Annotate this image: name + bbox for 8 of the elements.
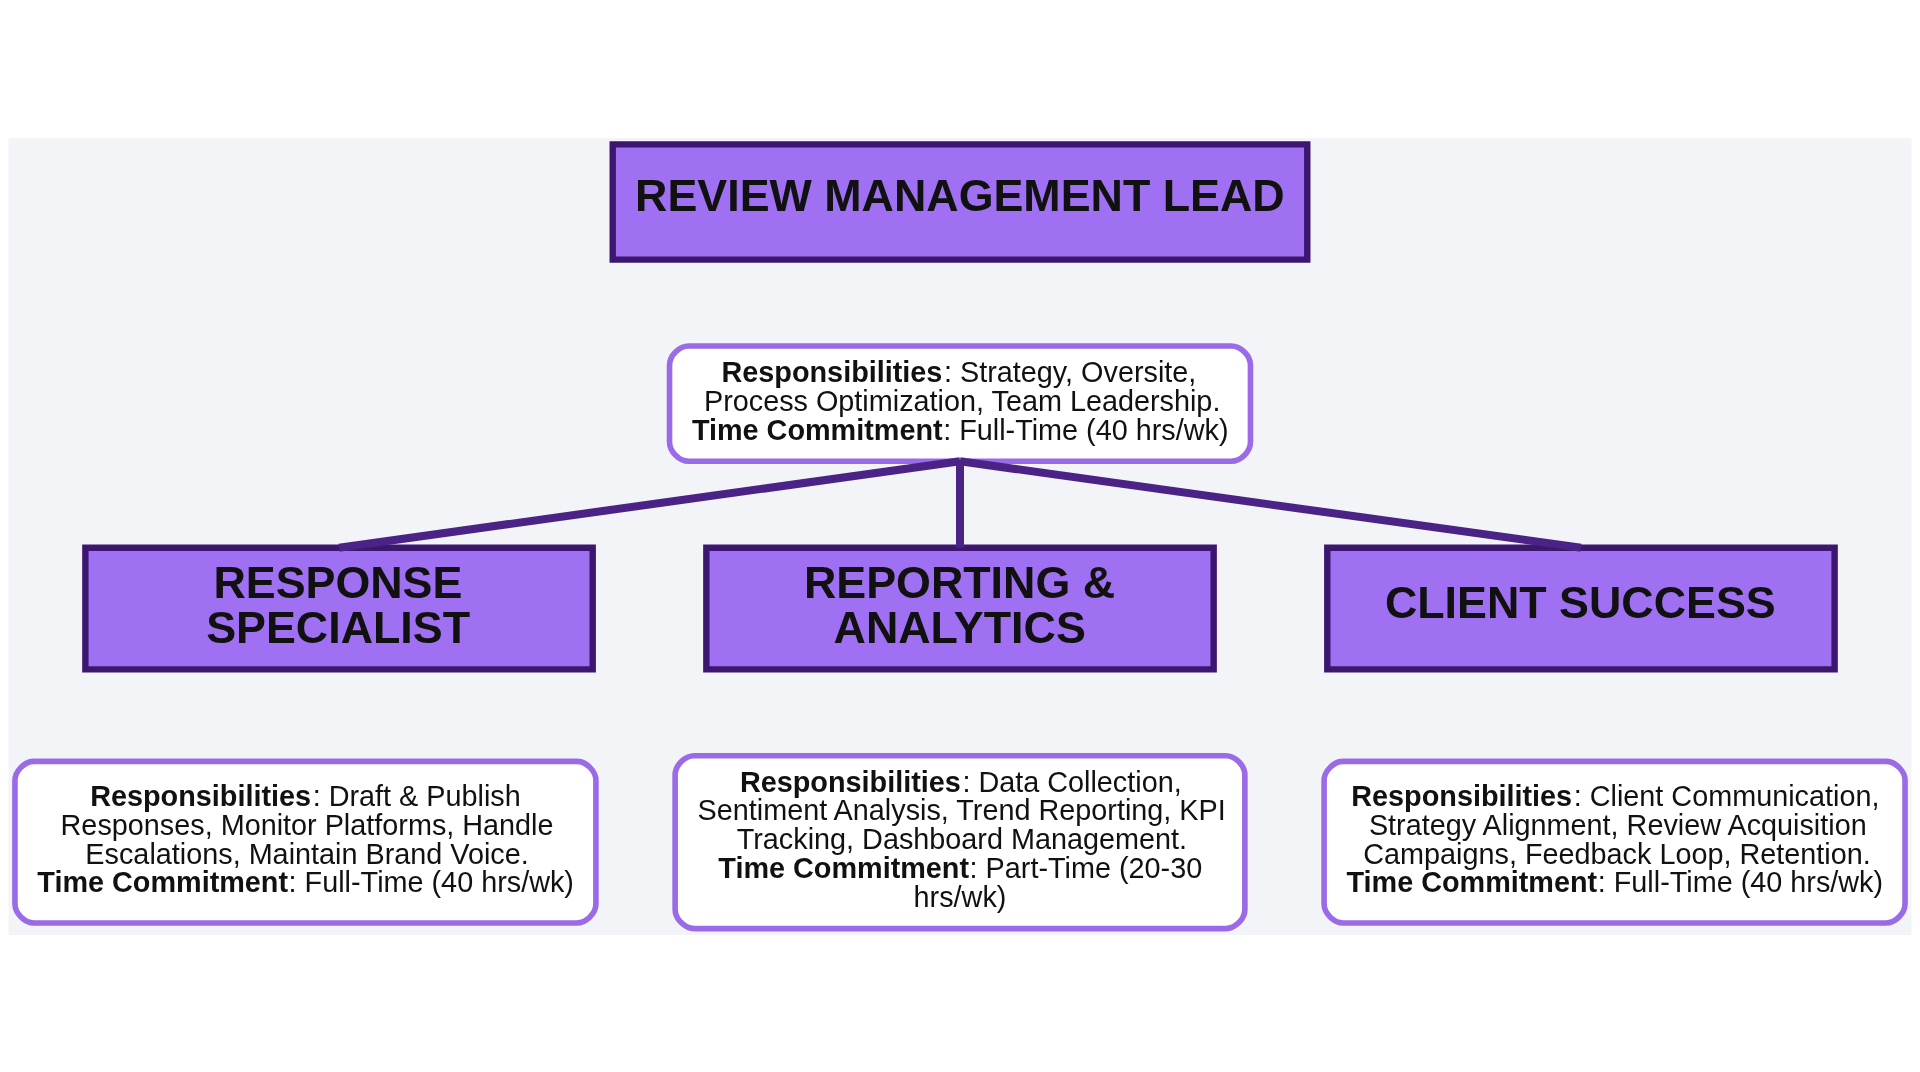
node-box: Responsibilities: Client Communication, Strategy Alignment, Review Acquisition Campaigns, Feedback Loop, Retention. Time Commitment: Full-Time (40 hrs/wk) bbox=[1321, 758, 1908, 926]
node-box: REVIEW MANAGEMENT LEAD bbox=[609, 140, 1311, 263]
node-box: Responsibilities: Data Collection, Sentiment Analysis, Trend Reporting, KPI Tracking, Dashboard Management. Time Commitment: Part-Time (20-30 hrs/wk) bbox=[672, 752, 1248, 931]
node-box: Responsibilities: Strategy, Oversite, Process Optimization, Team Leadership. Time Commitment: Full-Time (40 hrs/wk) bbox=[666, 342, 1254, 464]
node-box: REPORTING & ANALYTICS bbox=[703, 544, 1217, 673]
node-box: RESPONSE SPECIALIST bbox=[82, 544, 596, 673]
node-box: Responsibilities: Draft & Publish Responses, Monitor Platforms, Handle Escalations, Maintain Brand Voice. Time Commitment: Full-Time (40 hrs/wk) bbox=[12, 758, 599, 926]
node-box: CLIENT SUCCESS bbox=[1324, 544, 1838, 673]
